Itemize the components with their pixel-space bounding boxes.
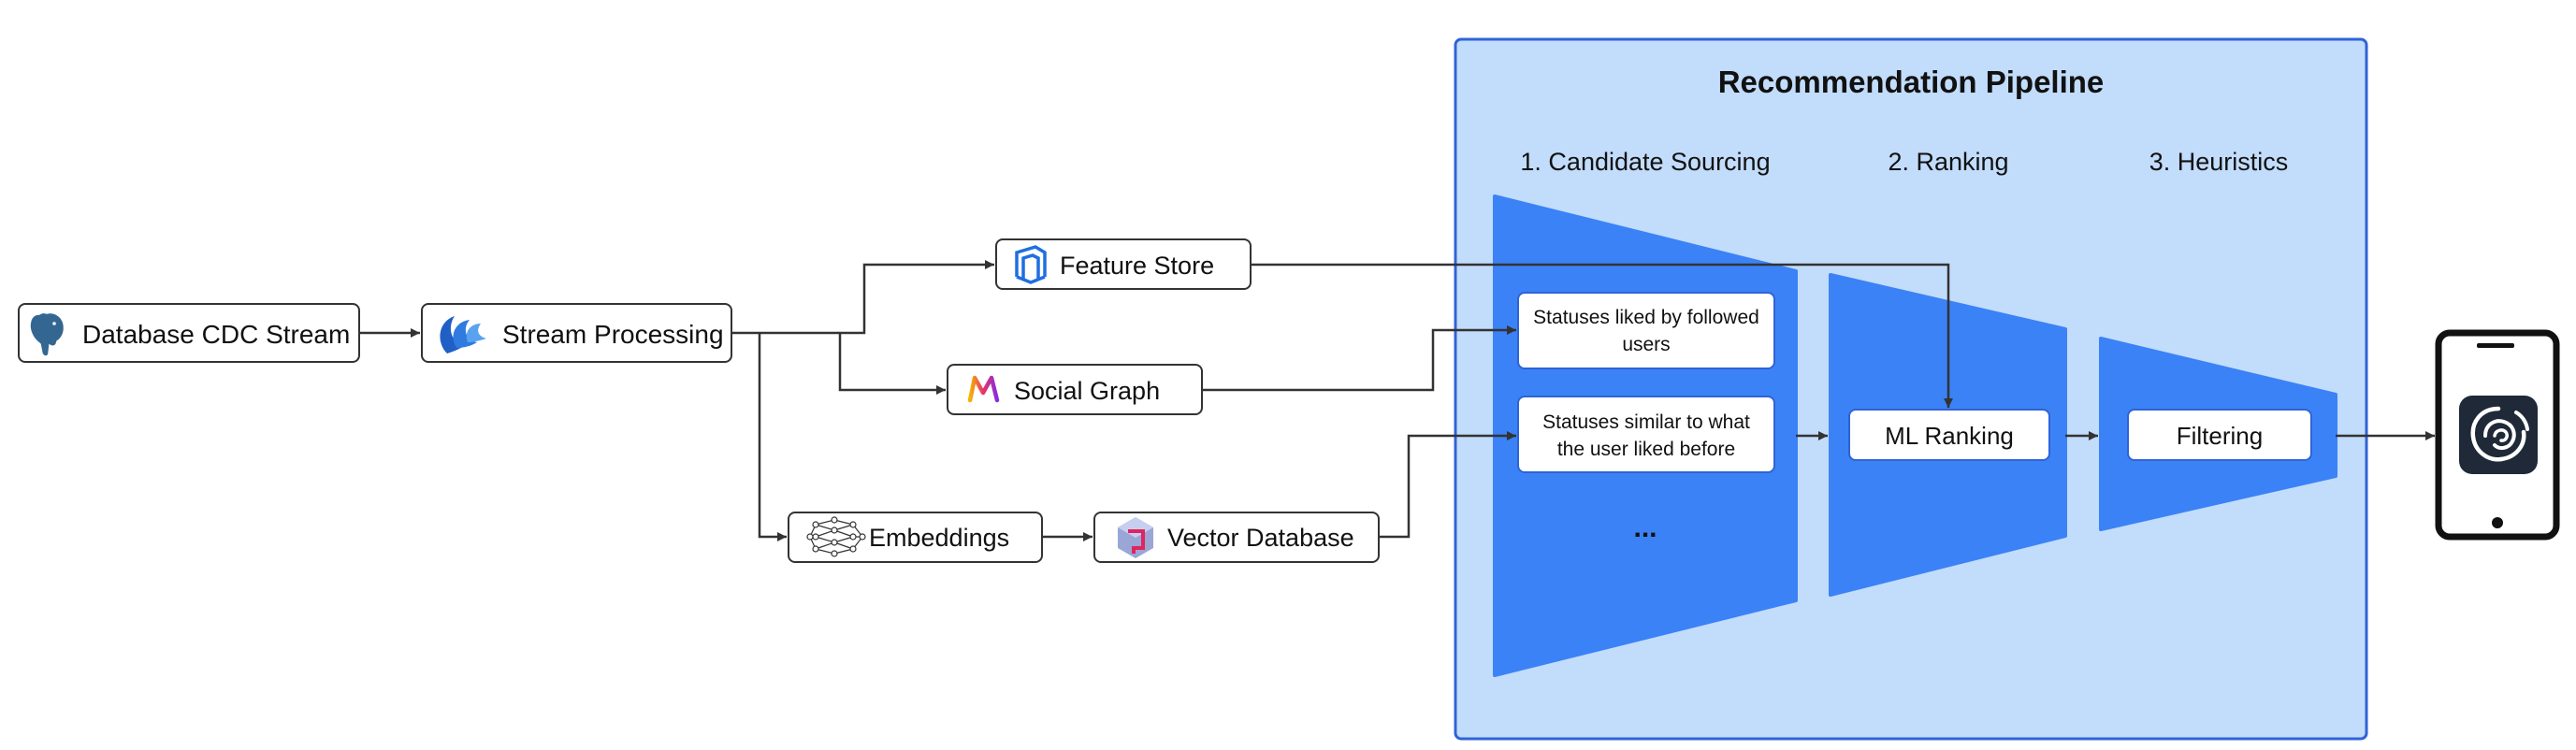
ml-ranking-box[interactable]: ML Ranking	[1848, 409, 2050, 461]
mastodon-app-icon	[2459, 396, 2538, 474]
node-label: Vector Database	[1167, 524, 1354, 552]
arrow-feature-store-to-ranking	[1251, 263, 1953, 408]
client-phone	[2435, 329, 2560, 541]
node-feature-store[interactable]: Feature Store	[995, 238, 1252, 290]
arrow-stream-to-social-graph	[838, 333, 946, 395]
candidate-label-line1: Statuses liked by followed	[1533, 307, 1759, 328]
node-social-graph[interactable]: Social Graph	[947, 364, 1203, 415]
pipeline-title: Recommendation Pipeline	[1718, 65, 2105, 99]
candidate-label-line2: the user liked before	[1557, 439, 1735, 460]
arrow-vector-db-to-candidate	[1379, 431, 1516, 539]
connectors	[359, 260, 2435, 541]
filtering-box[interactable]: Filtering	[2127, 409, 2312, 461]
more-candidates-ellipsis: ...	[1633, 512, 1657, 543]
node-label: Embeddings	[869, 524, 1009, 552]
filtering-label: Filtering	[2177, 422, 2263, 450]
candidate-box-followed-likes[interactable]: Statuses liked by followed users	[1517, 292, 1775, 369]
node-label: Database CDC Stream	[82, 320, 350, 349]
arrow-stream-to-feature-store	[731, 260, 994, 335]
postgres-elephant-icon	[29, 311, 65, 357]
stage-label-ranking: 2. Ranking	[1888, 148, 2008, 176]
feature-store-icon	[1015, 245, 1047, 284]
candidate-label-line2: users	[1622, 334, 1670, 355]
node-label: Feature Store	[1060, 252, 1214, 280]
neural-network-icon	[806, 516, 866, 557]
stage-label-heuristics: 3. Heuristics	[2149, 148, 2289, 176]
node-embeddings[interactable]: Embeddings	[788, 512, 1043, 563]
node-database-cdc-stream[interactable]: Database CDC Stream	[18, 303, 360, 363]
graph-m-icon	[967, 375, 1000, 403]
node-label: Social Graph	[1014, 377, 1160, 405]
stage-label-candidate-sourcing: 1. Candidate Sourcing	[1520, 148, 1770, 176]
vector-db-icon	[1118, 517, 1153, 558]
ml-ranking-label: ML Ranking	[1885, 422, 2014, 450]
candidate-box-similar-likes[interactable]: Statuses similar to what the user liked …	[1517, 396, 1775, 473]
arrow-stream-to-embeddings	[758, 333, 787, 541]
candidate-label-line1: Statuses similar to what	[1542, 411, 1750, 433]
arrow-social-graph-to-candidate	[1202, 325, 1516, 392]
node-vector-database[interactable]: Vector Database	[1093, 512, 1380, 563]
node-label: Stream Processing	[502, 320, 724, 349]
wave-icon	[440, 316, 486, 353]
node-stream-processing[interactable]: Stream Processing	[421, 303, 732, 363]
